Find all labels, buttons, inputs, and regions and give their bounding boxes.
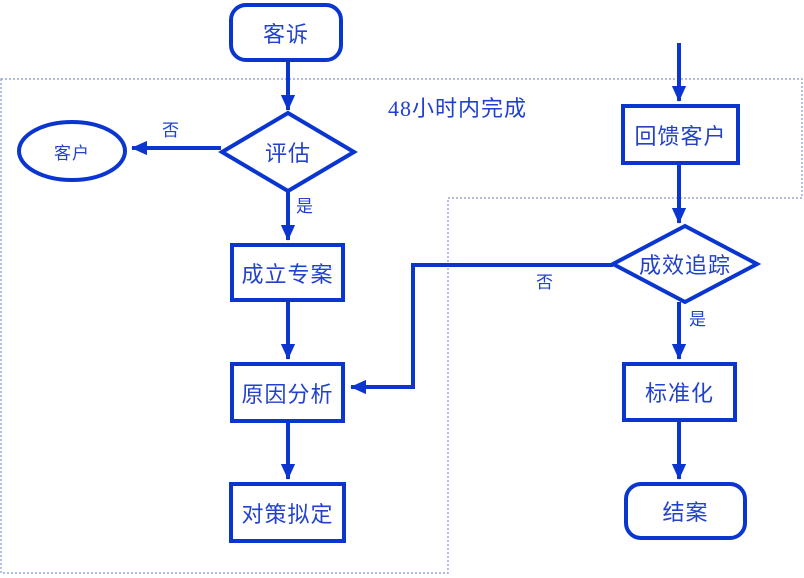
node-countermeasure-label: 对策拟定 — [241, 501, 334, 527]
edge-label-evaluate-no: 否 — [162, 121, 179, 140]
node-evaluate-label: 评估 — [264, 141, 311, 166]
node-cause-analysis-label: 原因分析 — [241, 381, 334, 407]
node-feedback-customer-label: 回馈客户 — [634, 123, 727, 149]
node-close-case-label: 结案 — [662, 500, 709, 525]
edge-label-effect-tracking-no: 否 — [536, 273, 553, 292]
node-close-case: 结案 — [624, 482, 747, 540]
node-effect-tracking-label: 成效追踪 — [638, 253, 731, 278]
note-48-hours: 48小时内完成 — [388, 96, 528, 121]
node-countermeasure: 对策拟定 — [229, 482, 346, 543]
edge-effect-tracking-to-cause-analysis — [350, 263, 613, 395]
decision-evaluate-shape — [218, 110, 358, 194]
node-cause-analysis: 原因分析 — [230, 362, 345, 423]
ellipse-customer-shape — [17, 120, 127, 182]
node-standardization: 标准化 — [622, 362, 737, 422]
dashed-zone-border — [0, 78, 803, 574]
node-feedback-customer: 回馈客户 — [621, 104, 740, 165]
decision-effect-tracking-shape — [608, 223, 762, 305]
node-establish-project: 成立专案 — [230, 243, 345, 302]
node-standardization-label: 标准化 — [644, 381, 714, 406]
node-complaint-label: 客诉 — [262, 21, 309, 47]
node-establish-project-label: 成立专案 — [241, 261, 334, 287]
edge-label-evaluate-yes: 是 — [296, 197, 313, 216]
node-customer-label: 客户 — [54, 143, 90, 163]
node-complaint: 客诉 — [229, 3, 343, 62]
edge-label-effect-tracking-yes: 是 — [689, 310, 706, 329]
